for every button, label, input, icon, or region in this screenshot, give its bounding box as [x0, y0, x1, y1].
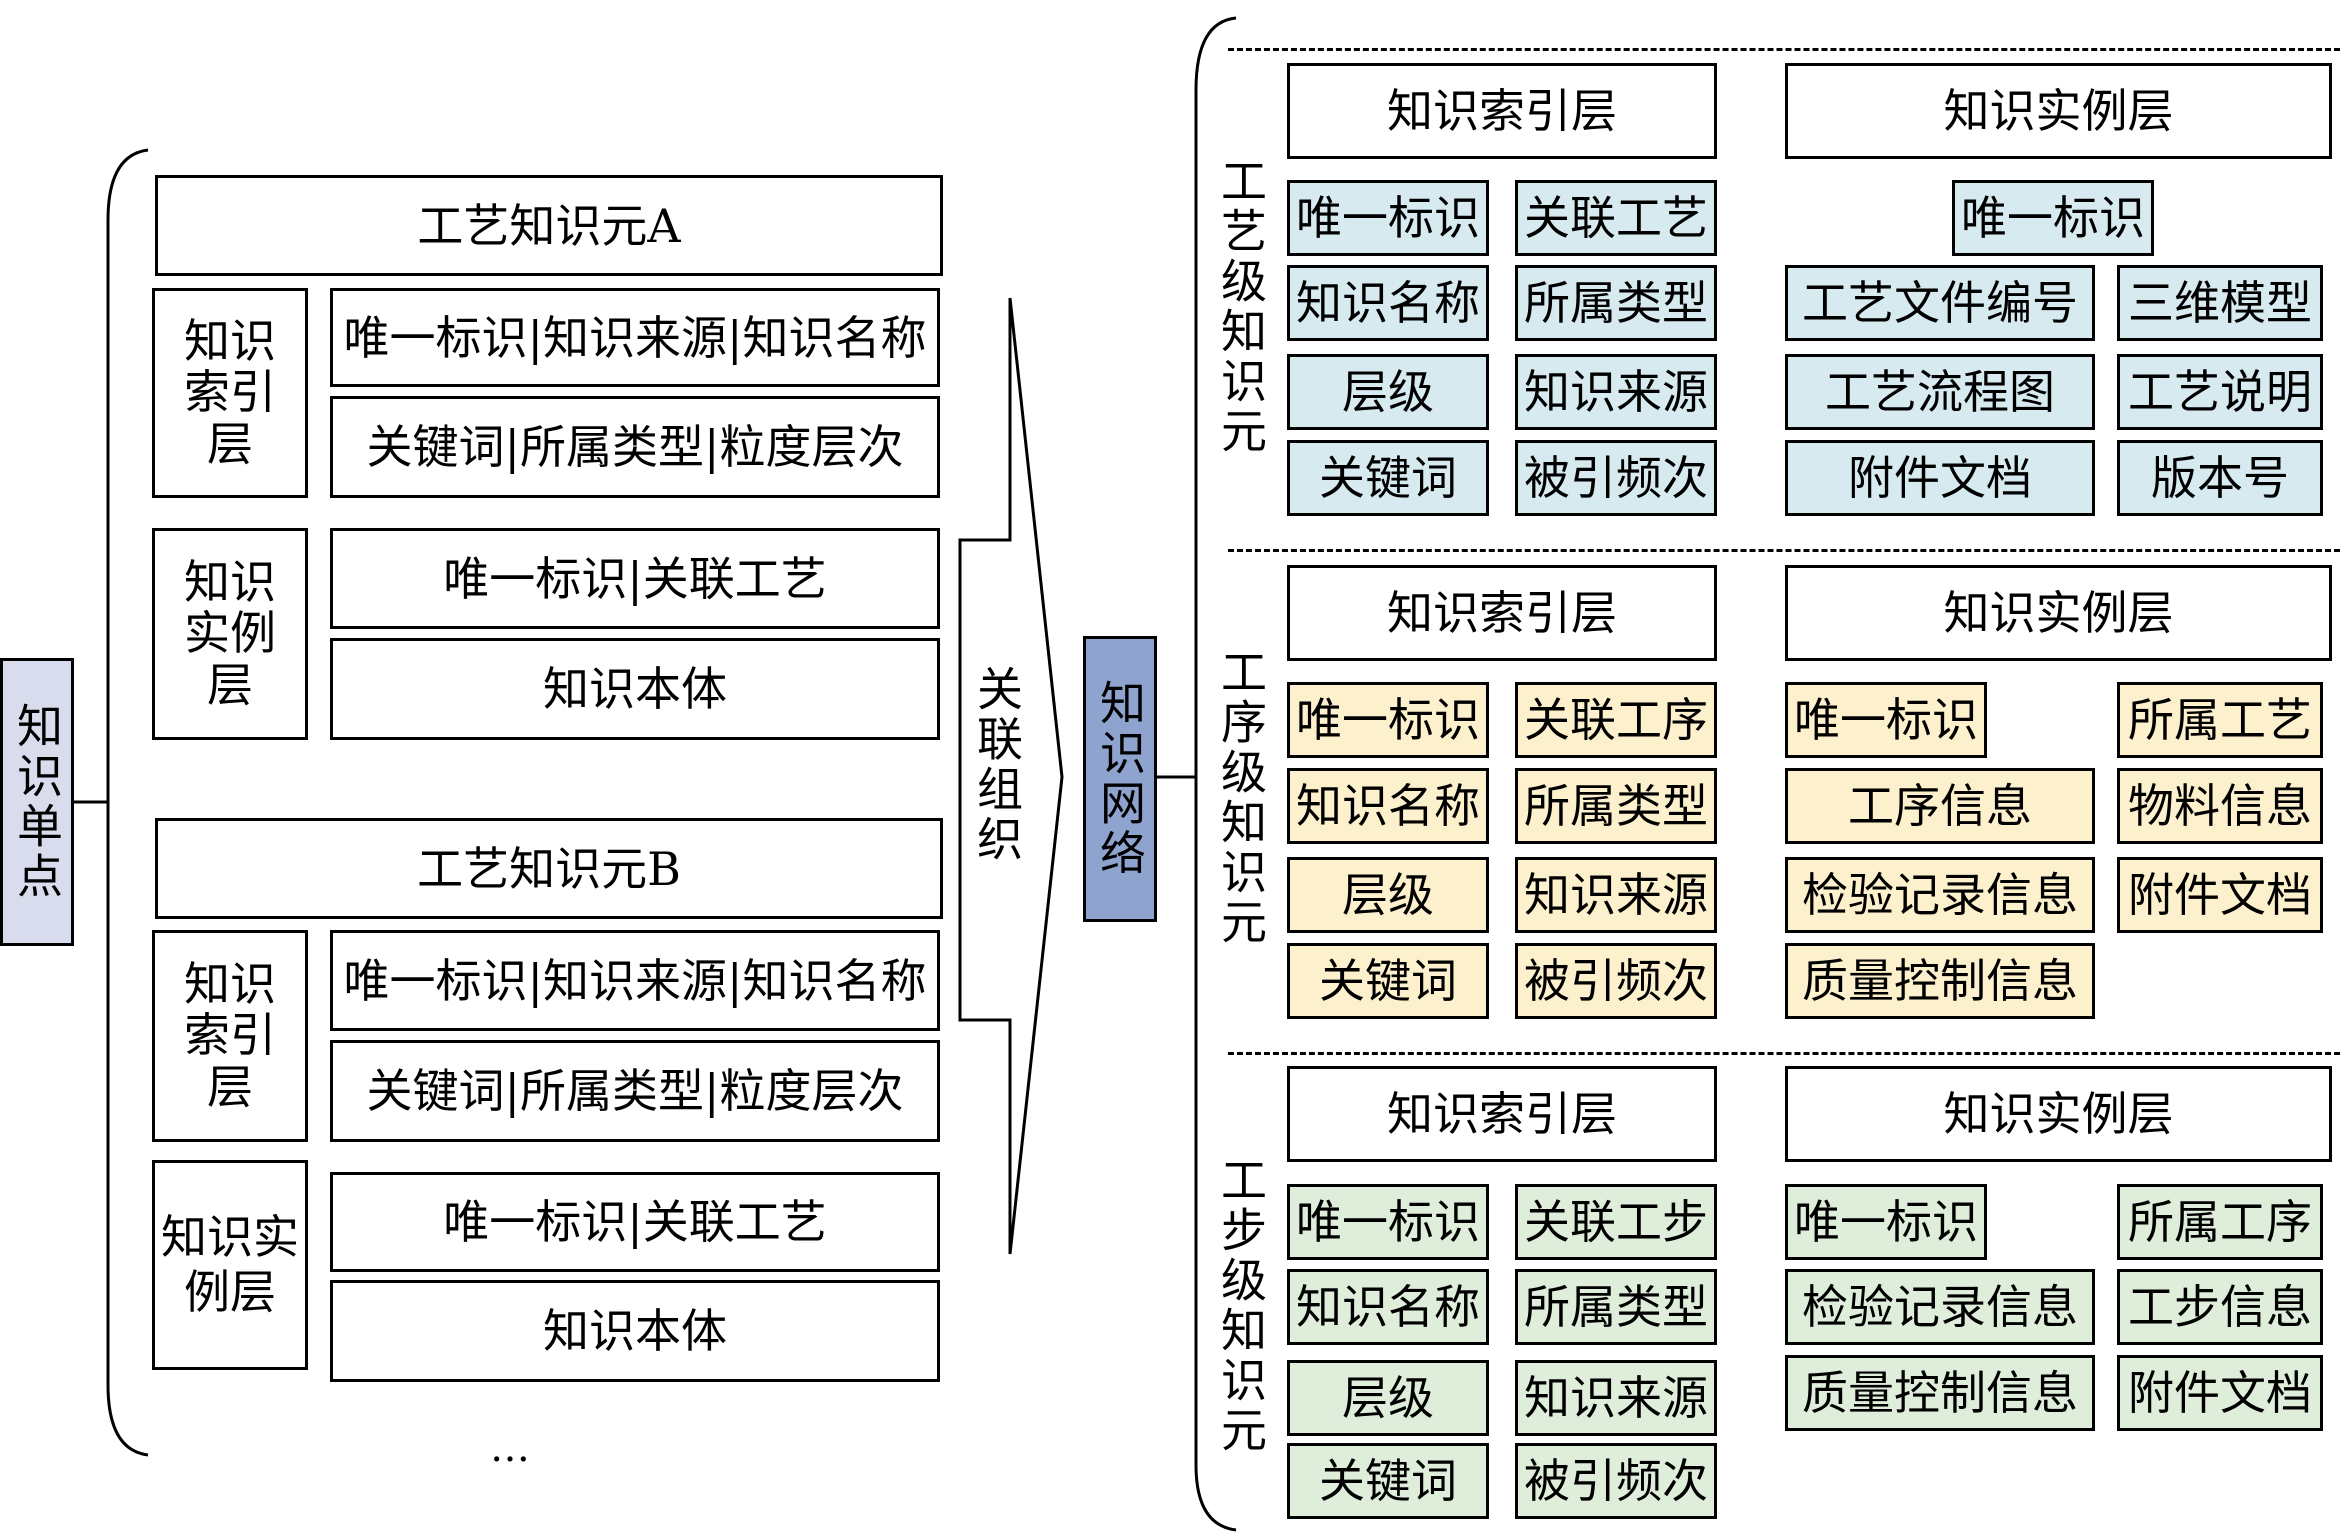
level-3-index-cell-2: 关联工步 — [1515, 1184, 1717, 1260]
level-1-index-cell-1: 唯一标识 — [1287, 180, 1489, 256]
level-2-instance-header: 知识实例层 — [1785, 565, 2332, 661]
level-1-instance-cell-1: 唯一标识 — [1952, 180, 2154, 256]
unit-a-instance-row-1: 唯一标识|关联工艺 — [330, 528, 940, 629]
unit-a-instance-label: 知识实例层 — [152, 528, 308, 740]
level-2-instance-cell-2: 所属工艺 — [2117, 682, 2323, 758]
level-3-index-header: 知识索引层 — [1287, 1066, 1717, 1162]
level-1-index-cell-7: 关键词 — [1287, 440, 1489, 516]
level-1-index-cell-3: 知识名称 — [1287, 265, 1489, 341]
level-1-index-cell-6: 知识来源 — [1515, 354, 1717, 430]
level-1-instance-header: 知识实例层 — [1785, 63, 2332, 159]
target-node: 知识网络 — [1083, 636, 1157, 922]
level-3-instance-header: 知识实例层 — [1785, 1066, 2332, 1162]
separator-top — [1228, 48, 2340, 51]
level-1-instance-cell-5: 工艺说明 — [2117, 354, 2323, 430]
level-2-index-cell-2: 关联工序 — [1515, 682, 1717, 758]
level-1-instance-cell-6: 附件文档 — [1785, 440, 2095, 516]
level-1-label: 工艺级知识元 — [1214, 157, 1268, 457]
unit-b-index-label-text: 知识索引层 — [184, 956, 276, 1114]
unit-b-instance-row-2: 知识本体 — [330, 1280, 940, 1382]
level-3-instance-cell-3: 检验记录信息 — [1785, 1269, 2095, 1345]
level-3-index-cell-1: 唯一标识 — [1287, 1184, 1489, 1260]
level-2-index-cell-8: 被引频次 — [1515, 943, 1717, 1019]
level-1-index-header: 知识索引层 — [1287, 63, 1717, 159]
level-2-index-cell-4: 所属类型 — [1515, 768, 1717, 844]
arrow-label: 关联组织 — [970, 665, 1024, 865]
level-3-instance-cell-6: 附件文档 — [2117, 1355, 2323, 1431]
level-2-instance-cell-4: 物料信息 — [2117, 768, 2323, 844]
level-2-index-cell-5: 层级 — [1287, 857, 1489, 933]
level-2-index-cell-6: 知识来源 — [1515, 857, 1717, 933]
level-3-instance-cell-5: 质量控制信息 — [1785, 1355, 2095, 1431]
unit-a-instance-label-text: 知识实例层 — [184, 554, 276, 712]
level-3-instance-cell-2: 所属工序 — [2117, 1184, 2323, 1260]
separator-1 — [1228, 549, 2340, 552]
unit-b-index-row-1: 唯一标识|知识来源|知识名称 — [330, 930, 940, 1031]
unit-a-index-label-text: 知识索引层 — [184, 313, 276, 471]
unit-b-index-row-2: 关键词|所属类型|粒度层次 — [330, 1040, 940, 1142]
level-1-index-cell-8: 被引频次 — [1515, 440, 1717, 516]
unit-a-index-row-2: 关键词|所属类型|粒度层次 — [330, 396, 940, 498]
level-3-label: 工步级知识元 — [1214, 1156, 1268, 1456]
level-2-index-cell-7: 关键词 — [1287, 943, 1489, 1019]
level-1-instance-cell-7: 版本号 — [2117, 440, 2323, 516]
level-3-instance-cell-4: 工步信息 — [2117, 1269, 2323, 1345]
level-2-instance-cell-1: 唯一标识 — [1785, 682, 1987, 758]
level-2-instance-cell-5: 检验记录信息 — [1785, 857, 2095, 933]
root-node: 知识单点 — [0, 658, 74, 946]
unit-a-title: 工艺知识元A — [155, 175, 943, 276]
level-2-instance-cell-7: 质量控制信息 — [1785, 943, 2095, 1019]
level-3-index-cell-3: 知识名称 — [1287, 1269, 1489, 1345]
unit-a-index-row-1: 唯一标识|知识来源|知识名称 — [330, 288, 940, 387]
level-2-label: 工序级知识元 — [1214, 648, 1268, 948]
level-1-index-cell-2: 关联工艺 — [1515, 180, 1717, 256]
level-3-index-cell-4: 所属类型 — [1515, 1269, 1717, 1345]
level-3-index-cell-8: 被引频次 — [1515, 1443, 1717, 1519]
level-3-instance-cell-1: 唯一标识 — [1785, 1184, 1987, 1260]
level-3-index-cell-7: 关键词 — [1287, 1443, 1489, 1519]
level-3-index-cell-6: 知识来源 — [1515, 1360, 1717, 1436]
unit-a-instance-row-2: 知识本体 — [330, 638, 940, 740]
level-2-instance-cell-6: 附件文档 — [2117, 857, 2323, 933]
level-1-index-cell-5: 层级 — [1287, 354, 1489, 430]
unit-b-instance-label-text: 知识实例层 — [161, 1209, 299, 1319]
unit-b-instance-row-1: 唯一标识|关联工艺 — [330, 1172, 940, 1272]
level-2-index-cell-3: 知识名称 — [1287, 768, 1489, 844]
level-1-instance-cell-4: 工艺流程图 — [1785, 354, 2095, 430]
level-1-instance-cell-2: 工艺文件编号 — [1785, 265, 2095, 341]
unit-b-instance-label: 知识实例层 — [152, 1160, 308, 1370]
root-node-label: 知识单点 — [10, 702, 64, 902]
separator-2 — [1228, 1052, 2340, 1055]
level-3-index-cell-5: 层级 — [1287, 1360, 1489, 1436]
level-2-index-header: 知识索引层 — [1287, 565, 1717, 661]
ellipsis: … — [490, 1425, 530, 1471]
level-2-instance-cell-3: 工序信息 — [1785, 768, 2095, 844]
target-node-label: 知识网络 — [1093, 679, 1147, 879]
unit-b-title: 工艺知识元B — [155, 818, 943, 919]
level-2-index-cell-1: 唯一标识 — [1287, 682, 1489, 758]
unit-b-index-label: 知识索引层 — [152, 930, 308, 1142]
level-1-instance-cell-3: 三维模型 — [2117, 265, 2323, 341]
level-1-index-cell-4: 所属类型 — [1515, 265, 1717, 341]
unit-a-index-label: 知识索引层 — [152, 288, 308, 498]
